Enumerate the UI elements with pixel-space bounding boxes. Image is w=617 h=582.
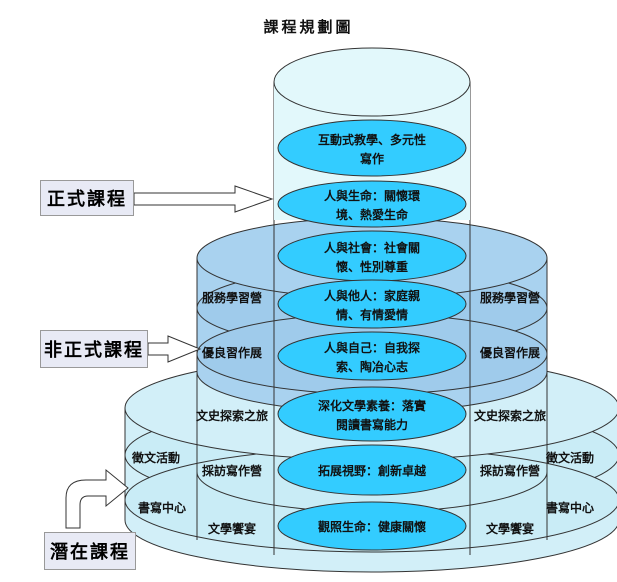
hidden-outer-right-2: 書寫中心 [546, 500, 594, 515]
core-band-7 [277, 444, 467, 496]
core-text-1-a: 互動式教學、多元性 [318, 132, 426, 147]
formal-curriculum-label: 正式課程 [40, 180, 134, 216]
core-text-2-a: 人與生命：關懷環 [324, 188, 421, 203]
core-band-6 [277, 386, 467, 442]
hidden-inner-right-2: 採訪寫作營 [480, 463, 540, 478]
core-column-top [273, 47, 471, 117]
hidden-curriculum-label: 潛在課程 [44, 532, 136, 570]
core-band-1 [277, 119, 467, 177]
core-text-5-b: 索、陶冶心志 [336, 359, 408, 374]
core-text-4-b: 情、有情愛情 [336, 307, 408, 322]
hidden-inner-right-3: 文學饗宴 [486, 521, 534, 536]
core-text-5-a: 人與自己：自我探 [324, 340, 420, 355]
informal-left-1: 服務學習營 [202, 290, 262, 305]
core-text-7: 拓展視野：創新卓越 [318, 463, 427, 478]
hidden-inner-left-2: 採訪寫作營 [202, 463, 262, 478]
hidden-inner-left-1: 文史探索之旅 [196, 408, 268, 423]
informal-curriculum-label: 非正式課程 [40, 330, 148, 368]
informal-right-1: 服務學習營 [480, 290, 540, 305]
hidden-outer-left-1: 徵文活動 [131, 450, 180, 465]
hidden-outer-right-1: 徵文活動 [545, 450, 594, 465]
hidden-inner-left-3: 文學饗宴 [208, 521, 256, 536]
core-text-6-b: 閱讀書寫能力 [336, 417, 408, 432]
core-band-8 [277, 501, 467, 551]
informal-right-2: 優良習作展 [479, 345, 540, 360]
core-text-8: 觀照生命：健康關懷 [318, 519, 426, 534]
core-text-3-b: 懷、性別尊重 [335, 259, 408, 274]
informal-left-2: 優良習作展 [201, 345, 262, 360]
core-band-4 [277, 279, 467, 329]
core-band-5 [277, 331, 467, 381]
diagram-title: 課程規劃圖 [263, 18, 354, 36]
core-text-4-a: 人與他人：家庭親 [324, 288, 420, 303]
core-text-6-a: 深化文學素養：落實 [318, 398, 426, 413]
hidden-arrow [65, 468, 129, 529]
core-text-2-b: 境、熱愛生命 [336, 207, 409, 222]
informal-arrow [147, 335, 202, 363]
hidden-inner-right-1: 文史探索之旅 [474, 408, 546, 423]
hidden-outer-left-2: 書寫中心 [138, 500, 186, 515]
core-text-1-b: 寫作 [360, 151, 384, 166]
core-band-2 [277, 180, 467, 228]
core-text-3-a: 人與社會：社會關 [324, 240, 420, 255]
formal-arrow [133, 185, 274, 213]
